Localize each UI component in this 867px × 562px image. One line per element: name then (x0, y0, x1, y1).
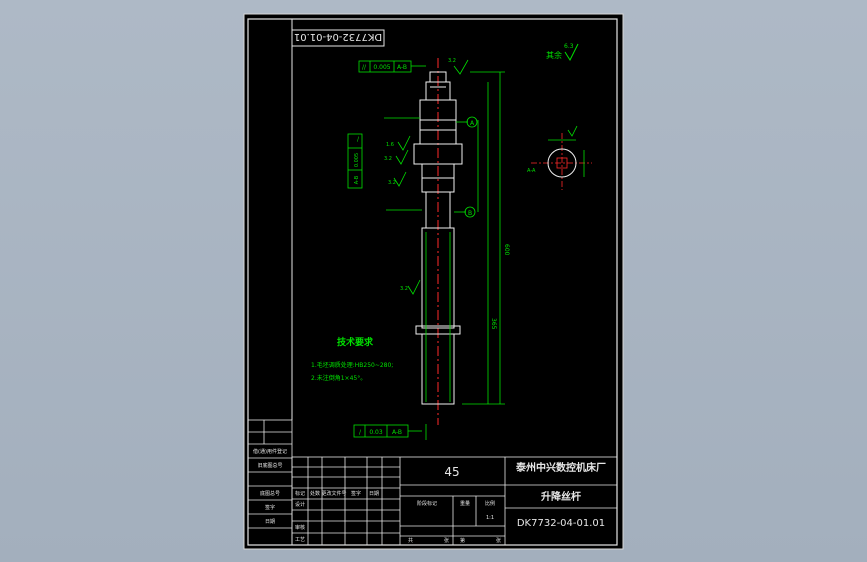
svg-text:A: A (470, 120, 475, 127)
thread-lines (425, 232, 451, 402)
drawing-sheet (243, 13, 624, 550)
section-view (531, 125, 592, 190)
title-block-grid (291, 456, 618, 546)
datum-b-marker: B (454, 206, 476, 218)
material-value: 45 (444, 465, 459, 479)
svg-text:/: / (359, 429, 362, 436)
overall-length-dim: 600 (503, 244, 510, 256)
svg-text:0.005: 0.005 (354, 153, 360, 167)
svg-text:/: / (357, 136, 360, 143)
part-number: DK7732-04-01.01 (517, 518, 605, 529)
roughness-value-5: 3.2 (400, 286, 408, 292)
svg-text://: // (362, 64, 367, 71)
scale-value: 1:1 (486, 515, 494, 521)
side-label-1: 借(通)用件登记 (253, 448, 287, 455)
roughness-symbols (393, 59, 469, 295)
stage-header-3: 比例 (485, 500, 495, 507)
top-number-box (291, 29, 385, 47)
col-header-2: 处数 (310, 490, 320, 497)
sheet-total-label: 共 (408, 537, 413, 544)
row-label-process: 工艺 (295, 537, 305, 543)
tolerance-frame-1: // 0.005 A-B (358, 60, 426, 73)
tech-req-title: 技术要求 (337, 336, 374, 348)
datum-a-marker: A (456, 116, 478, 128)
segment-length-dim: 365 (490, 318, 497, 330)
roughness-value-2: 1.6 (386, 142, 394, 148)
roughness-other-symbol (564, 43, 579, 62)
sheet-total-unit: 张 (444, 537, 449, 544)
col-header-1: 标记 (295, 490, 305, 497)
side-label-3: 底图总号 (260, 490, 280, 497)
side-label-2: 旧底图总号 (257, 462, 282, 469)
svg-text:A-B: A-B (392, 429, 402, 436)
svg-text:A-B: A-B (397, 64, 407, 71)
row-label-design: 设计 (295, 501, 305, 508)
company-name: 泰州中兴数控机床厂 (515, 461, 606, 474)
row-label-review: 审核 (295, 524, 305, 531)
side-label-5: 日期 (265, 519, 275, 525)
tech-req-item-2: 2.未注倒角1×45°。 (311, 374, 366, 382)
sheet-num-unit: 张 (496, 537, 501, 544)
tolerance-frame-2: / 0.005 A-B (347, 133, 363, 189)
roughness-other-value: 6.3 (564, 43, 574, 50)
svg-text:0.03: 0.03 (369, 429, 383, 436)
svg-text:A-B: A-B (354, 175, 360, 184)
roughness-value-4: 3.2 (388, 180, 396, 186)
svg-text:0.005: 0.005 (373, 64, 390, 71)
tolerance-frame-3: / 0.03 A-B (353, 424, 422, 438)
stage-header-2: 重量 (460, 500, 470, 507)
stage-header-1: 阶段标记 (417, 500, 437, 507)
tech-req-item-1: 1.毛坯调质处理:HB250~280; (311, 361, 393, 369)
section-label: A-A (527, 168, 536, 174)
dimension-lines (462, 71, 505, 405)
col-header-4: 签字 (351, 490, 361, 497)
side-label-4: 签字 (265, 504, 275, 511)
roughness-other-label: 其余 (546, 50, 562, 60)
sheet-num-label: 第 (460, 537, 465, 544)
roughness-value-3: 3.2 (384, 156, 392, 162)
col-header-3: 更改文件号 (321, 490, 346, 497)
part-name: 升降丝杆 (541, 490, 581, 503)
col-header-5: 日期 (369, 491, 379, 497)
svg-text:B: B (468, 210, 472, 217)
top-drawing-number: DK7732-04-01.01 (294, 31, 382, 42)
roughness-value-1: 3.2 (448, 58, 456, 64)
leader-lines (384, 117, 427, 440)
